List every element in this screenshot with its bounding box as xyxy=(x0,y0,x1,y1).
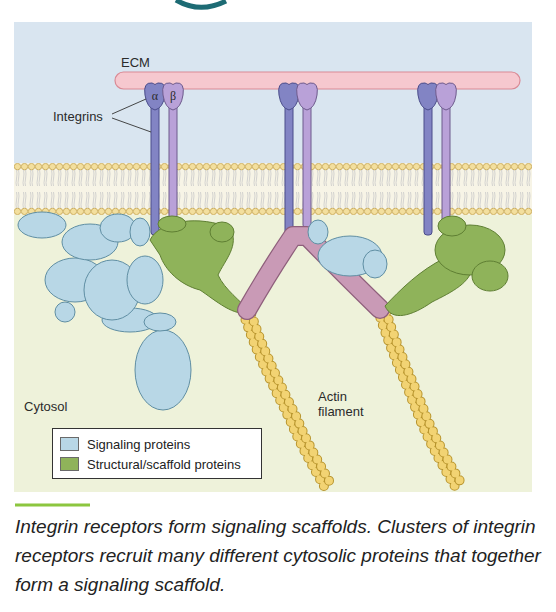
region-label: ECM xyxy=(121,55,181,70)
signaling-protein-cluster xyxy=(308,220,387,278)
legend-label: Structural/scaffold proteins xyxy=(87,457,241,472)
accent-rule xyxy=(15,504,90,507)
logo-arc xyxy=(176,0,226,7)
actin-filament xyxy=(378,308,463,488)
cytosol-region xyxy=(14,213,532,492)
legend-swatch xyxy=(60,457,79,471)
ecm-region xyxy=(14,22,532,165)
legend-entry: Structural/scaffold proteins xyxy=(60,454,255,474)
legend-entry: Signaling proteins xyxy=(60,434,255,454)
lipid-bilayer xyxy=(14,163,532,215)
figure-caption: Integrin receptors form signaling scaffo… xyxy=(15,512,547,599)
leader-lines xyxy=(112,99,151,132)
legend-swatch xyxy=(60,437,79,451)
integrin-pair xyxy=(418,83,457,235)
subunit-label: β xyxy=(167,89,179,104)
legend-box: Signaling proteinsStructural/scaffold pr… xyxy=(52,428,262,479)
scaffold-protein xyxy=(150,216,250,313)
part-label: Actin filament xyxy=(318,389,376,419)
legend-label: Signaling proteins xyxy=(87,437,190,452)
part-label: Integrins xyxy=(53,109,123,124)
subunit-label: α xyxy=(149,89,161,104)
region-label: Cytosol xyxy=(24,399,94,414)
integrin-pair xyxy=(145,83,184,235)
integrin-pair xyxy=(279,83,318,235)
scaffold-protein xyxy=(385,216,508,316)
